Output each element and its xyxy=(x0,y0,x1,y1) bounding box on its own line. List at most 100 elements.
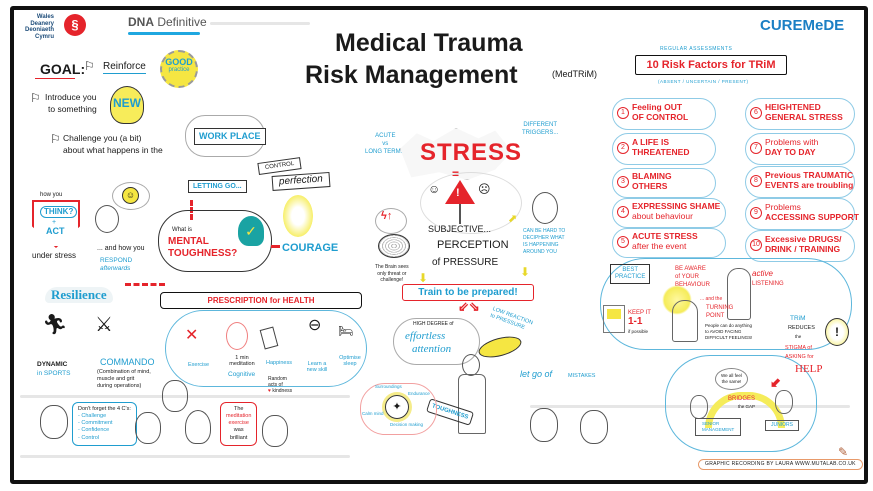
person-glasses-icon xyxy=(580,410,608,444)
the-gap-text: the GAP xyxy=(738,404,756,409)
goal-label: GOAL: xyxy=(40,61,86,77)
thought-cloud xyxy=(112,182,150,210)
meditation-icon xyxy=(226,322,248,350)
risk-factor-item xyxy=(745,98,855,130)
risk-line: ACUTE STRESS xyxy=(632,231,698,241)
bubble-line: exercise xyxy=(228,420,249,427)
caption-line: The Brain sees xyxy=(375,264,409,270)
risk-number: 4 xyxy=(617,205,629,218)
background-stroke xyxy=(210,22,310,25)
curemede-logo: CUREMeDE xyxy=(760,17,845,34)
perception-text: PERCEPTION xyxy=(437,239,509,251)
stress-title: STRESS xyxy=(420,139,523,166)
what-is-text: What is xyxy=(172,227,193,233)
senior-management-box: SENIOR MANAGEMENT xyxy=(695,418,742,436)
credit-footer: GRAPHIC RECORDING BY LAURA WWW.MUTALAB.C… xyxy=(698,459,863,471)
risk-scale-text: (ABSENT / UNCERTAIN / PRESENT) xyxy=(658,79,749,84)
letting-go-banner: LETTING GO... xyxy=(188,180,247,194)
risk-number: 8 xyxy=(750,174,762,187)
risk-line: GENERAL STRESS xyxy=(765,111,843,122)
rosette-text: practice xyxy=(168,67,190,74)
workplace-box: WORK PLACE xyxy=(194,128,266,146)
attention-text: attention xyxy=(412,343,452,355)
person-back-icon xyxy=(672,300,698,342)
compass-label: Surroundings xyxy=(375,384,402,389)
new-text: NEW xyxy=(113,96,141,110)
runner-icon: 🏃︎ xyxy=(42,314,68,336)
bubble-line: was xyxy=(233,427,244,434)
brain-icon xyxy=(378,234,410,258)
lightbulb-icon: NEW xyxy=(110,86,144,124)
mistakes-text: MISTAKES xyxy=(568,373,596,379)
four-cs-item: - Control xyxy=(78,434,100,441)
risk-number: 6 xyxy=(750,106,762,119)
risk-line: DRINK / TRAINING xyxy=(765,243,841,254)
acute-vs-long-term: ACUTE vs LONG TERM... xyxy=(365,133,406,156)
pen-icon: ✎ xyxy=(838,445,849,459)
logo-text: Wales xyxy=(36,14,55,20)
if-possible-text: if possible xyxy=(628,329,649,334)
bubble-line: We all feel xyxy=(721,373,742,378)
prescription-banner: PRESCRIPTION for HEALTH xyxy=(160,292,362,309)
courage-person-icon xyxy=(283,195,313,237)
flag-icon: ⚐ xyxy=(84,59,95,73)
arrow-icon: ⬋ xyxy=(770,375,781,390)
risk-line: OF CONTROL xyxy=(632,111,689,122)
compass-cloud xyxy=(360,383,437,435)
page-title: Risk Management xyxy=(305,61,518,89)
risk-line: Previous TRAUMATIC xyxy=(765,170,854,180)
smiley-icon: ☺ xyxy=(122,187,139,204)
risk-line: EVENTS are troubling xyxy=(765,179,854,190)
risk-number: 5 xyxy=(617,235,629,248)
mental-toughness-cloud xyxy=(158,210,272,272)
prescription-item: Happiness xyxy=(266,360,292,366)
brain-caption: The Brain sees only threat or challenge! xyxy=(375,264,409,284)
dna-definitive-logo: DNA Definitive xyxy=(128,16,207,29)
challenge-text: Challenge you (a bit) xyxy=(63,133,142,143)
bubble-title: Don't forget the 4 C's: xyxy=(78,406,131,412)
prescription-item: Cognitive xyxy=(228,371,256,378)
good-practice-rosette: GOOD practice xyxy=(160,50,198,88)
kindness-line: Random xyxy=(268,376,287,382)
compass-label: Calm mind xyxy=(362,411,384,416)
heart-icon: ♥ xyxy=(268,388,271,394)
acute-text: ACUTE xyxy=(375,133,396,139)
vs-text: vs xyxy=(382,140,389,147)
person-body-icon xyxy=(458,374,486,434)
risk-line: ACCESSING SUPPORT xyxy=(765,211,859,222)
caption-line: challenge! xyxy=(380,277,404,283)
risk-line: Problems with xyxy=(765,137,819,147)
let-go-text: let go of xyxy=(520,369,553,379)
risk-line: Problems xyxy=(765,202,801,212)
decipher-line: AROUND YOU xyxy=(523,249,557,255)
subjective-text: SUBJECTIVE... xyxy=(428,224,492,234)
compass-label: Endurance xyxy=(408,391,430,396)
faces-circle xyxy=(420,172,522,234)
warning-sign-icon xyxy=(445,180,475,204)
bubble-line: brilliant xyxy=(229,434,248,441)
kindness-line: kindness xyxy=(272,388,293,394)
kindness-line: acts of xyxy=(268,382,283,388)
head-check-icon: ✓ xyxy=(238,216,264,246)
decipher-line: IS HAPPENING xyxy=(523,242,559,248)
compass-icon: ✦ xyxy=(385,395,409,419)
think-text: THINK? xyxy=(40,206,78,219)
person-icon xyxy=(530,408,558,442)
and-the-text: ... and the xyxy=(700,296,723,302)
listening-text: LISTENING xyxy=(752,281,784,287)
sign-text: PRACTICE xyxy=(615,274,646,281)
risk-line: BLAMING xyxy=(632,171,672,181)
how-you-text: how you xyxy=(40,192,63,198)
reduces-text: REDUCES xyxy=(788,325,815,331)
prescription-item: Exercise xyxy=(188,362,210,368)
exclamation-bubble-icon: ! xyxy=(825,318,849,346)
thought-cloud xyxy=(393,318,480,365)
introduce-text: Introduce you xyxy=(45,92,97,102)
courage-text: COURAGE xyxy=(282,242,339,254)
risk-line: DAY TO DAY xyxy=(765,146,816,157)
risk-factor-item xyxy=(745,166,855,198)
